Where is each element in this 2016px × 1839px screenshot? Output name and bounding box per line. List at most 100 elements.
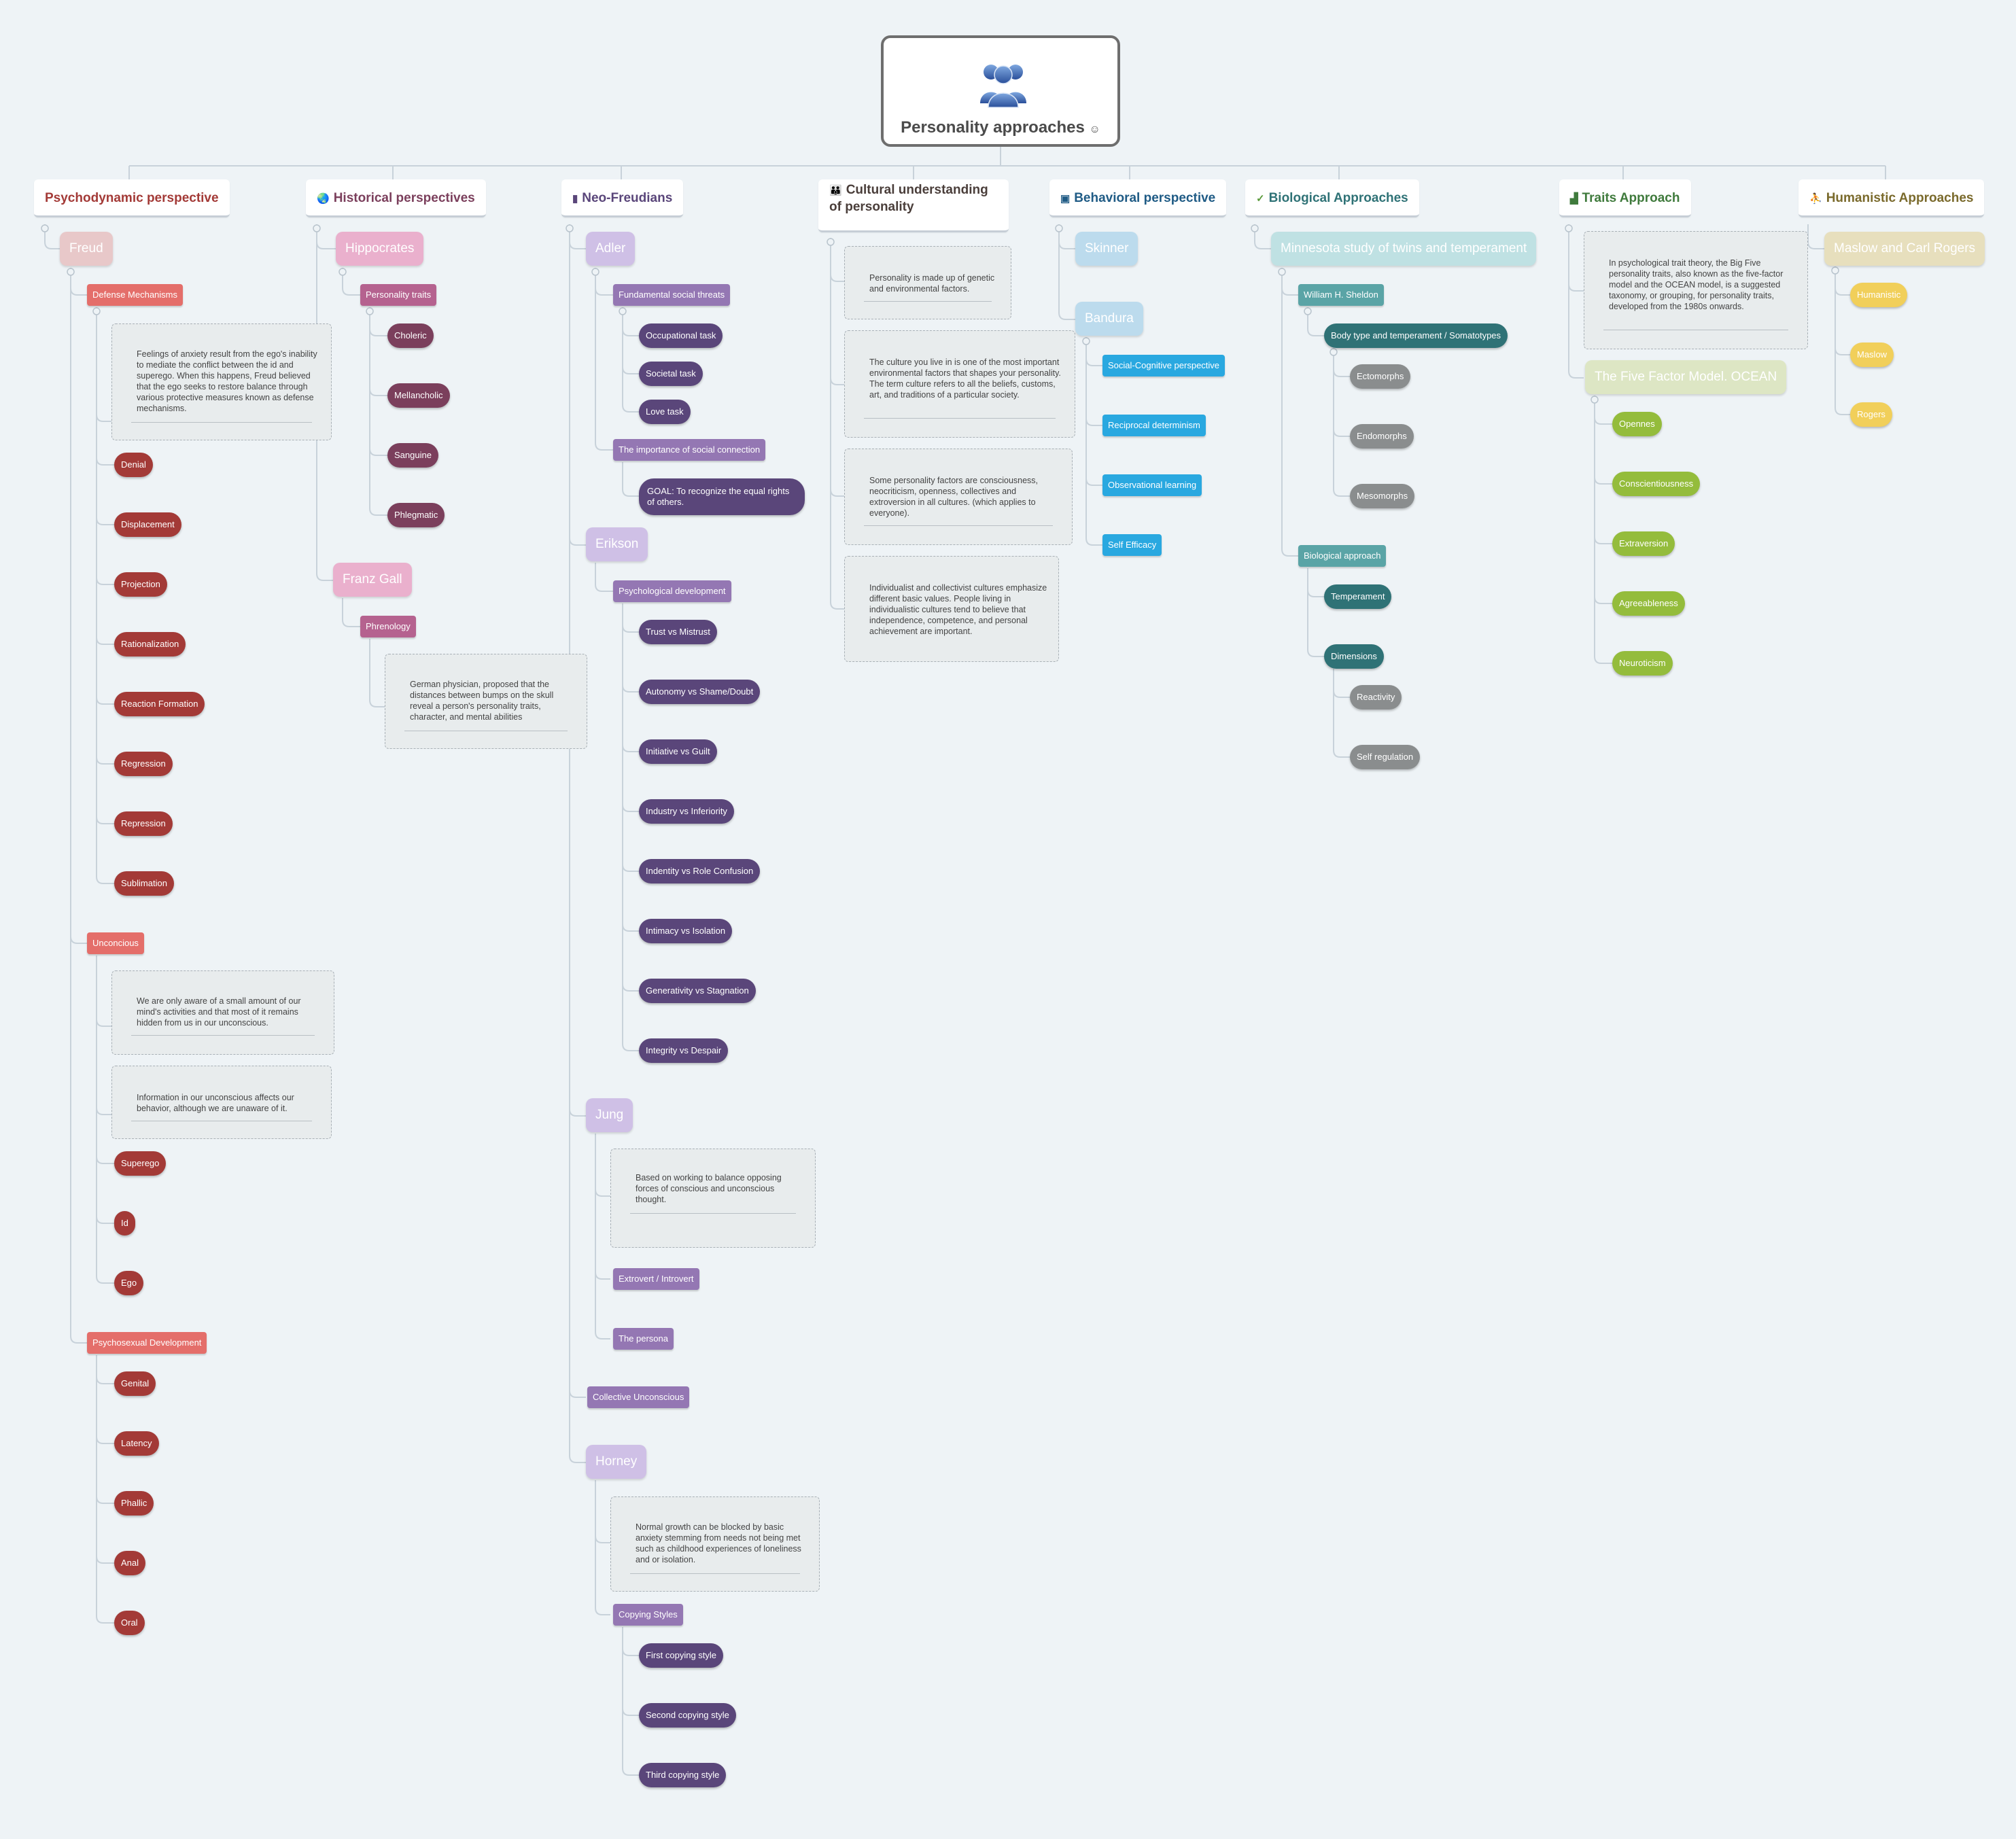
branch-behavioral[interactable]: ▣Behavioral perspective [1049,179,1227,217]
pill-agreeableness[interactable]: Agreeableness [1612,591,1685,616]
collapse-dot [1565,224,1573,232]
pill-dimensions[interactable]: Dimensions [1324,644,1384,669]
pill-rogers[interactable]: Rogers [1850,402,1892,427]
pill-extraversion[interactable]: Extraversion [1612,531,1675,556]
pill-first-copying[interactable]: First copying style [639,1643,724,1668]
pill-sublimation[interactable]: Sublimation [114,871,174,896]
topic-observational-learning[interactable]: Observational learning [1102,474,1202,496]
pill-ectomorphs[interactable]: Ectomorphs [1350,364,1411,389]
emoji-icon: ☺ [1089,124,1100,135]
pill-opennes[interactable]: Opennes [1612,412,1662,436]
pill-maslow[interactable]: Maslow [1850,343,1894,367]
branch-biological[interactable]: ✓Biological Approaches [1245,179,1419,217]
connector [569,224,586,546]
pill-initiative[interactable]: Initiative vs Guilt [639,739,717,764]
pill-endomorphs[interactable]: Endomorphs [1350,424,1414,449]
pill-integrity[interactable]: Integrity vs Despair [639,1038,729,1063]
topic-social-cognitive[interactable]: Social-Cognitive perspective [1102,355,1226,376]
pill-trust[interactable]: Trust vs Mistrust [639,620,717,644]
pill-phallic[interactable]: Phallic [114,1491,154,1516]
pill-oral[interactable]: Oral [114,1611,145,1635]
pill-repression[interactable]: Repression [114,811,173,836]
branch-cultural[interactable]: 👪Cultural understanding of personality [818,179,1009,232]
pill-humanistic[interactable]: Humanistic [1850,283,1908,307]
pill-superego[interactable]: Superego [114,1151,167,1176]
topic-copying-styles[interactable]: Copying Styles [613,1604,683,1626]
pill-mesomorphs[interactable]: Mesomorphs [1350,484,1415,508]
topic-persona[interactable]: The persona [613,1328,674,1350]
pill-temperament[interactable]: Temperament [1324,584,1392,609]
topic-psychological-development[interactable]: Psychological development [613,580,731,602]
topic-skinner[interactable]: Skinner [1075,232,1139,266]
pill-goal[interactable]: GOAL: To recognize the equal rights of o… [639,478,805,515]
pill-anal[interactable]: Anal [114,1551,146,1575]
pill-rationalization[interactable]: Rationalization [114,632,186,656]
connector [595,1134,610,1280]
pill-regression[interactable]: Regression [114,752,173,776]
topic-hippocrates[interactable]: Hippocrates [336,232,424,266]
pill-third-copying[interactable]: Third copying style [639,1763,727,1787]
topic-defense-mechanisms[interactable]: Defense Mechanisms [87,284,183,306]
pill-reaction-formation[interactable]: Reaction Formation [114,692,205,716]
topic-social-connection[interactable]: The importance of social connection [613,439,766,461]
pill-denial[interactable]: Denial [114,453,153,477]
branch-psychodynamic[interactable]: Psychodynamic perspective [34,179,230,217]
pill-industry[interactable]: Industry vs Inferiority [639,799,734,824]
pill-mellancholic[interactable]: Mellancholic [387,383,450,408]
topic-freud[interactable]: Freud [60,232,113,266]
topic-extrovert-introvert[interactable]: Extrovert / Introvert [613,1268,699,1290]
topic-bandura[interactable]: Bandura [1075,302,1143,336]
pill-intimacy[interactable]: Intimacy vs Isolation [639,919,733,943]
pill-occupational-task[interactable]: Occupational task [639,323,723,348]
topic-self-efficacy[interactable]: Self Efficacy [1102,534,1162,556]
topic-adler[interactable]: Adler [586,232,636,266]
central-topic[interactable]: Personality approaches ☺ [881,35,1120,147]
pill-genital[interactable]: Genital [114,1371,156,1396]
topic-minnesota[interactable]: Minnesota study of twins and temperament [1271,232,1537,266]
pill-latency[interactable]: Latency [114,1431,159,1456]
pill-phlegmatic[interactable]: Phlegmatic [387,503,445,527]
pill-body-type[interactable]: Body type and temperament / Somatotypes [1324,323,1508,348]
branch-neo-freudians[interactable]: ▮Neo-Freudians [561,179,684,217]
pill-ego[interactable]: Ego [114,1271,144,1295]
topic-social-threats[interactable]: Fundamental social threats [613,284,731,306]
topic-erikson[interactable]: Erikson [586,527,648,561]
topic-psychosexual[interactable]: Psychosexual Development [87,1332,207,1354]
pill-self-regulation[interactable]: Self regulation [1350,745,1421,769]
pill-identity[interactable]: Indentity vs Role Confusion [639,859,761,883]
collapse-dot [591,268,599,276]
pill-reactivity[interactable]: Reactivity [1350,685,1402,710]
topic-five-factor[interactable]: The Five Factor Model. OCEAN [1585,360,1787,394]
topic-reciprocal-determinism[interactable]: Reciprocal determinism [1102,415,1206,436]
topic-sheldon[interactable]: William H. Sheldon [1298,284,1384,306]
pill-autonomy[interactable]: Autonomy vs Shame/Doubt [639,680,761,704]
topic-personality-traits[interactable]: Personality traits [360,284,437,306]
note-jung: Based on working to balance opposing for… [610,1149,816,1248]
topic-phrenology[interactable]: Phrenology [360,616,416,637]
topic-unconscious[interactable]: Unconcious [87,932,144,954]
pill-projection[interactable]: Projection [114,572,167,597]
topic-jung[interactable]: Jung [586,1098,633,1132]
pill-societal-task[interactable]: Societal task [639,362,703,386]
topic-collective-unconscious[interactable]: Collective Unconscious [587,1386,690,1408]
topic-franz-gall[interactable]: Franz Gall [333,563,412,597]
topic-horney[interactable]: Horney [586,1445,647,1479]
branch-humanistic[interactable]: ⛹Humanistic Approaches [1798,179,1985,217]
pill-sanguine[interactable]: Sanguine [387,443,438,468]
note-text: Information in our unconscious affects o… [137,1093,294,1113]
pill-love-task[interactable]: Love task [639,400,691,424]
branch-traits[interactable]: ▟Traits Approach [1559,179,1691,217]
topic-biological-approach[interactable]: Biological approach [1298,545,1387,567]
pill-second-copying[interactable]: Second copying style [639,1703,736,1728]
pill-conscientiousness[interactable]: Conscientiousness [1612,472,1701,496]
pill-neuroticism[interactable]: Neuroticism [1612,651,1673,676]
topic-maslow-rogers[interactable]: Maslow and Carl Rogers [1824,232,1985,266]
connector [595,1134,610,1339]
pill-id[interactable]: Id [114,1211,135,1236]
pill-choleric[interactable]: Choleric [387,323,434,348]
branch-historical[interactable]: 🌏Historical perspectives [306,179,486,217]
note-cultural-3: Some personality factors are consciousne… [844,449,1073,545]
pill-displacement[interactable]: Displacement [114,512,181,537]
pill-generativity[interactable]: Generativity vs Stagnation [639,979,756,1003]
connector [622,603,639,932]
